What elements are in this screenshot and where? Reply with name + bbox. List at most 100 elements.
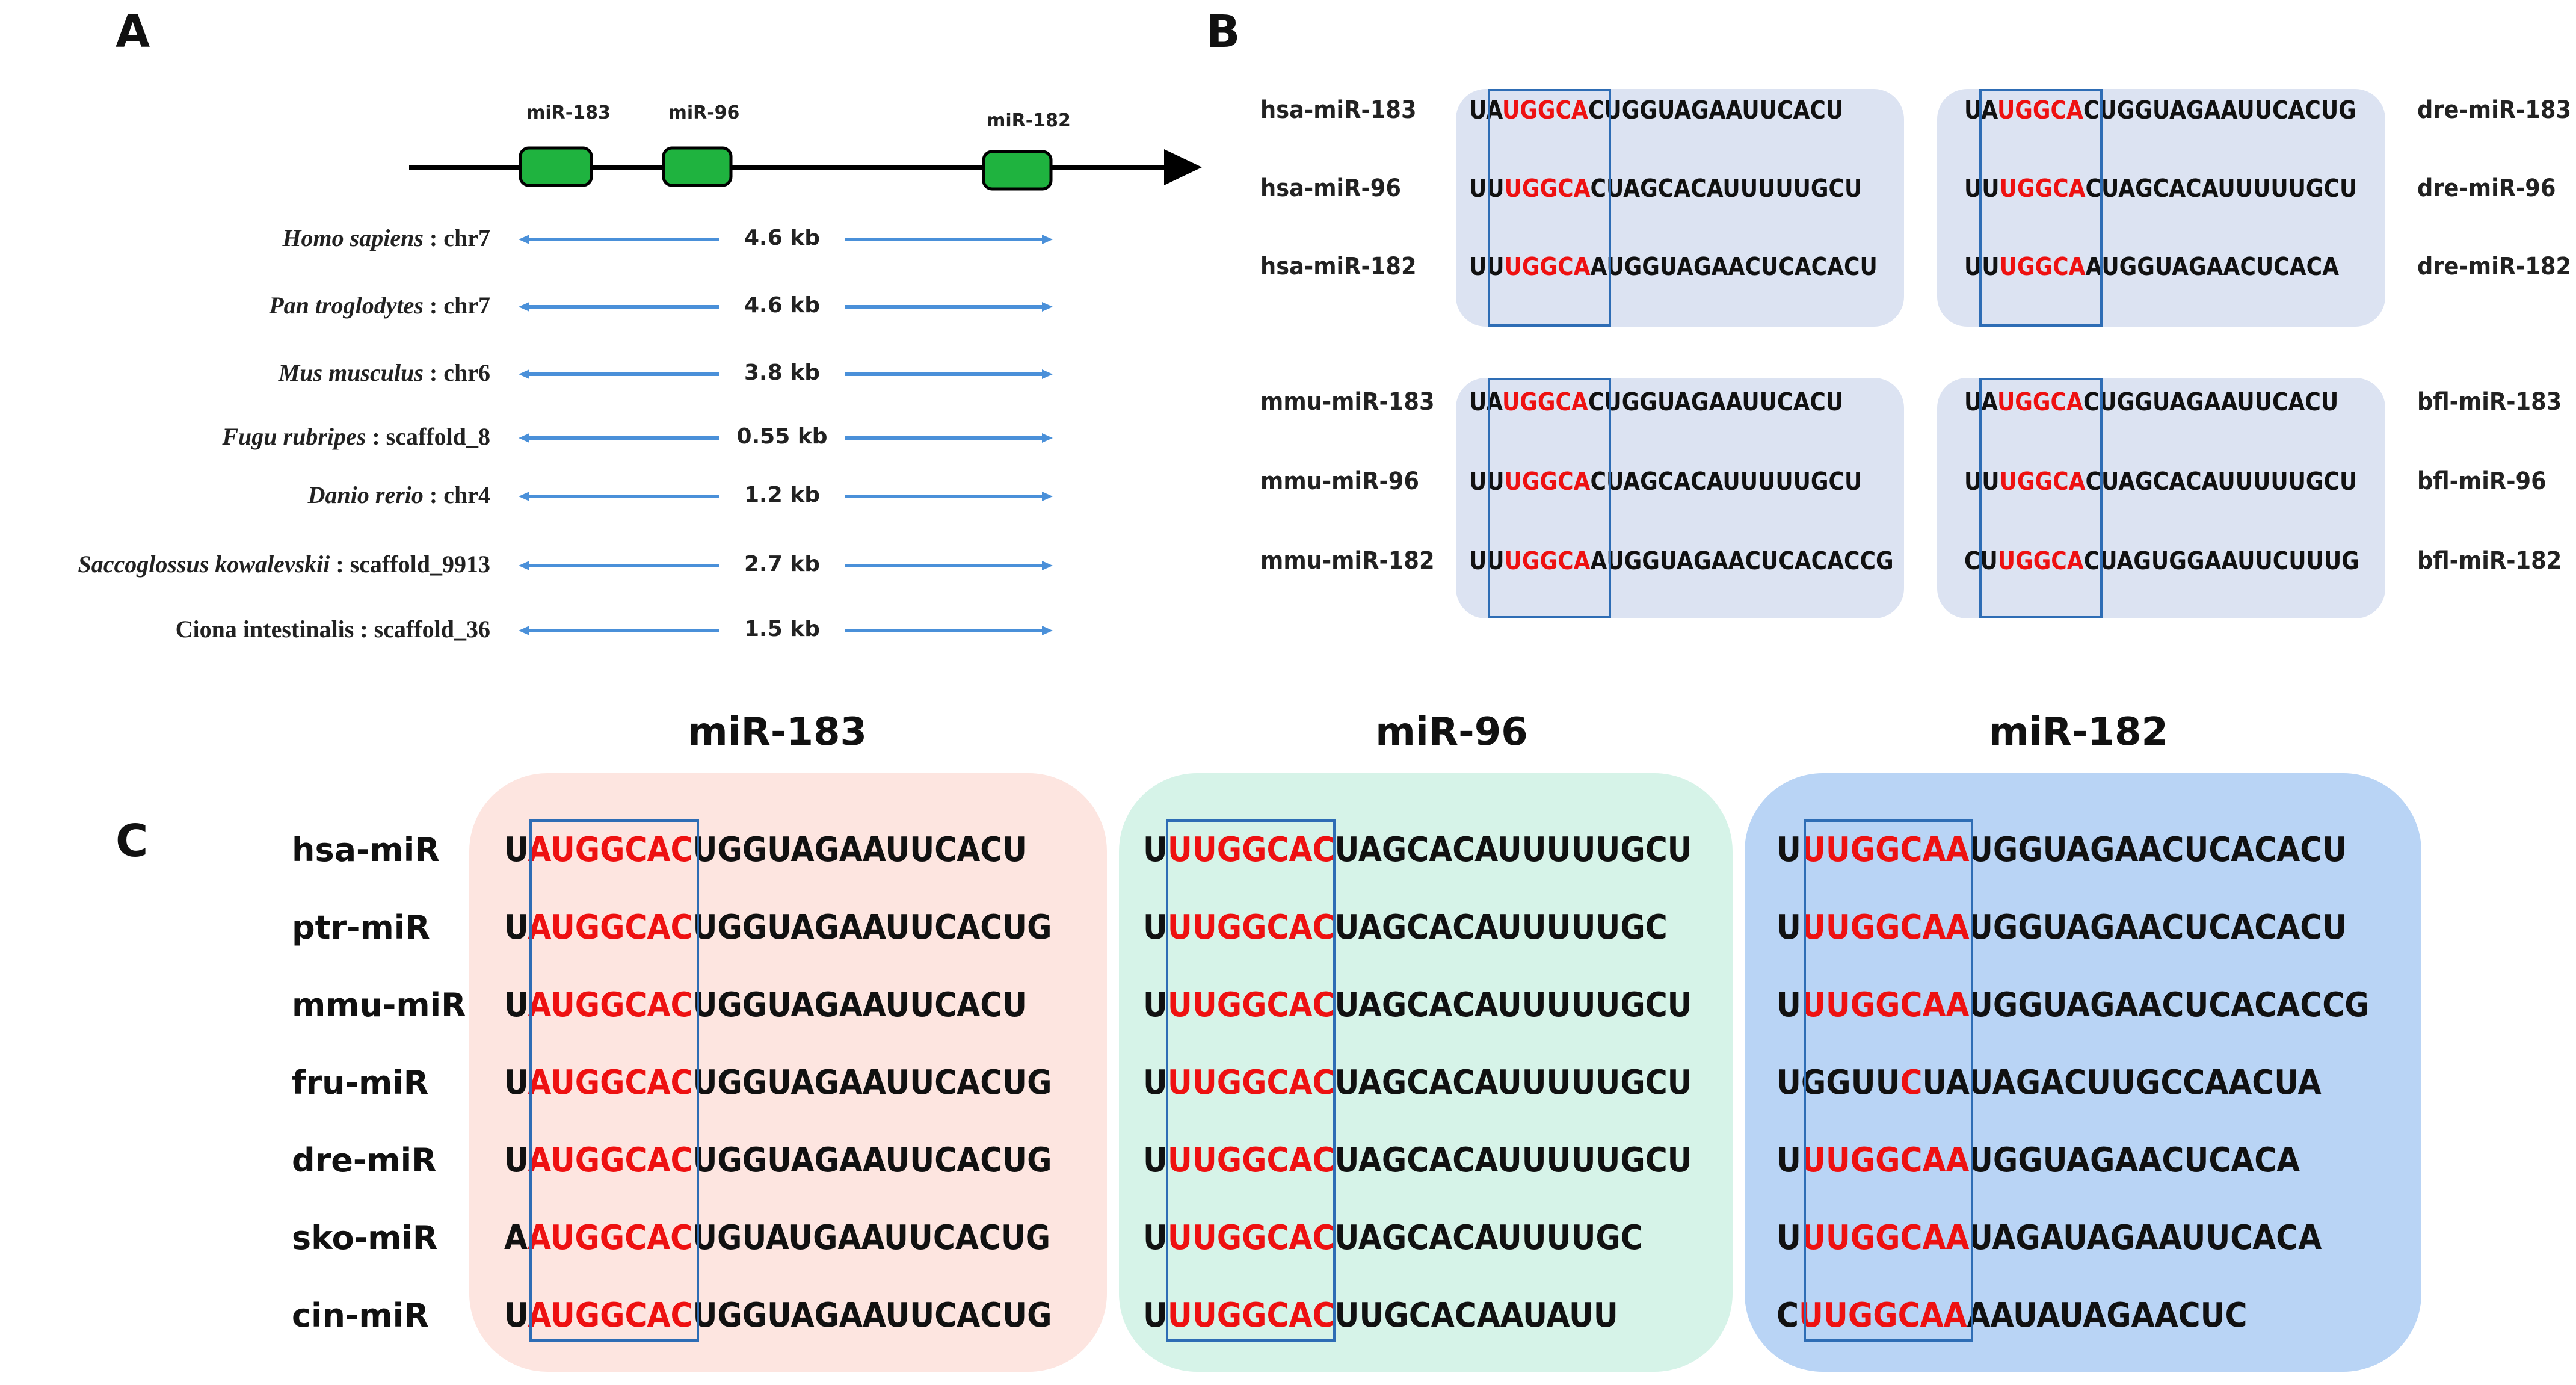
species-row-label: ptr-miR (292, 908, 430, 946)
seq-suffix: AUGGUAGAACUCACACCG (1590, 546, 1894, 575)
mirna-sequence: UUUGGCACUAGCACAUUUUUGCU (1143, 1062, 1692, 1104)
species-row-label: hsa-miR (292, 831, 440, 869)
cluster-span-arrow (519, 302, 1053, 312)
mirna-name: hsa-miR-96 (1260, 174, 1401, 202)
cluster-span-arrow (519, 369, 1053, 379)
seq-prefix: C (1776, 1296, 1799, 1335)
seed-outline (1488, 89, 1611, 327)
seq-prefix: UA (1469, 387, 1503, 416)
species-locus: : scaffold_9913 (330, 551, 490, 578)
mirna-family-box (469, 773, 1107, 1372)
seed-region: UGGCA (1999, 252, 2086, 281)
seq-suffix: UAGCACAUUUUUGCU (1334, 1141, 1692, 1180)
seed-region: UGGCA (1997, 387, 2083, 416)
mirna-sequence: UAUGGCACUGGUAGAAUUCACU (1469, 384, 1843, 420)
seed-region: UUGGCAA (1801, 1218, 1968, 1257)
species-row-label: dre-miR (292, 1141, 437, 1179)
seq-suffix: CUAGUGGAAUUCUUUG (2083, 546, 2359, 575)
seed-outline (529, 819, 699, 1342)
seq-prefix: U (1143, 986, 1168, 1025)
seed-region: UUGGCAC (1167, 986, 1335, 1025)
cluster-span-arrow (519, 433, 1053, 443)
alignment-group-box (1937, 378, 2385, 618)
species-locus: : chr7 (423, 224, 490, 251)
species-row: Saccoglossus kowalevskii : scaffold_9913… (0, 548, 2576, 584)
seq-suffix: UAGCACAUUUUGC (1334, 1218, 1643, 1257)
seed-region: AUGGCAC (528, 986, 693, 1025)
seed-region: AUGGCAC (528, 1218, 693, 1257)
seq-suffix: UGGUAGAACUCACACCG (1968, 986, 2370, 1025)
seq-suffix: UUGCACAAUAUU (1334, 1296, 1618, 1335)
mirna-sequence: UUUGGCAAUGGUAGAACUCACACCG (1469, 543, 1894, 579)
mirna-sequence: UAUGGCACUGGUAGAAUUCACU (504, 984, 1027, 1026)
seq-suffix: CUAGCACAUUUUUGCU (1590, 174, 1863, 203)
seed-region: AUGGCAC (528, 1296, 693, 1335)
mirna-name: hsa-miR-183 (1260, 96, 1417, 124)
seq-prefix: U (504, 1141, 528, 1180)
panel-b-letter: B (1206, 6, 1240, 58)
seq-suffix: UAGAUAGAAUUCACA (1968, 1218, 2322, 1257)
species-name: Danio rerio (307, 481, 424, 508)
seq-suffix: UAGCACAUUUUUGCU (1334, 830, 1692, 869)
seq-prefix: U (504, 830, 528, 869)
seq-prefix: U (1776, 908, 1801, 947)
seq-prefix: U (504, 908, 528, 947)
seq-prefix: U (1776, 1141, 1801, 1180)
cluster-span-arrow (519, 235, 1053, 244)
mirna-sequence: AAUGGCACUGUAUGAAUUCACUG (504, 1217, 1050, 1259)
seq-suffix: UGGUAGAAUUCACU (692, 830, 1028, 869)
mirna-sequence: UUUGGCAAUGGUAGAACUCACACU (1776, 829, 2347, 871)
mirna-sequence: UUUGGCACUAGCACAUUUUUGCU (1964, 170, 2357, 206)
species-name: Homo sapiens (282, 224, 424, 251)
seq-suffix: UGGUAGAAUUCACU (692, 986, 1028, 1025)
seq-prefix: U (1776, 986, 1801, 1025)
species-label: Ciona intestinalis : scaffold_36 (176, 612, 490, 646)
seed-region: UGGCA (1502, 96, 1588, 125)
mirna-sequence: UUUGGCACUAGCACAUUUUUGCU (1469, 463, 1862, 499)
seed-region: UUGGCAC (1167, 1296, 1335, 1335)
seed-region: UGGCA (1504, 174, 1591, 203)
seq-suffix: AUGGUAGAACUCACACU (1590, 252, 1878, 281)
seed-region: UUGGCAA (1801, 1141, 1968, 1180)
seq-suffix: UGGUAGAAUUCACUG (692, 908, 1052, 947)
mirna-sequence: UAUGGCACUGGUAGAAUUCACUG (504, 1140, 1052, 1182)
seq-prefix: U (1143, 1218, 1168, 1257)
gene-box-mir-182 (982, 150, 1053, 191)
seq-suffix: UGGUAGAACUCACA (1968, 1141, 2300, 1180)
panel-a-letter: A (116, 6, 150, 58)
mirna-sequence: UUUGGCACUAGCACAUUUUUGCU (1143, 829, 1692, 871)
mirna-sequence: UAUGGCACUGGUAGAAUUCACUG (1964, 92, 2356, 128)
seed-region: AUGGCAC (528, 1063, 693, 1102)
seed-outline (1166, 819, 1336, 1342)
seed-region: UUGGCAC (1167, 1063, 1335, 1102)
mirna-name: dre-miR-183 (2417, 96, 2572, 124)
direction-arrowhead (1164, 149, 1202, 185)
seed-region: UGGCA (1504, 467, 1591, 496)
seed-outline (1804, 819, 1973, 1342)
seq-prefix: U (1143, 908, 1168, 947)
seed-region: AUGGCAC (528, 830, 693, 869)
seq-suffix: UGGUAGAAUUCACUG (692, 1296, 1052, 1335)
seq-suffix: A (1946, 1063, 1969, 1102)
seed-region: UGGCA (1504, 252, 1591, 281)
mirna-sequence: UAUGGCACUGGUAGAAUUCACU (504, 829, 1027, 871)
seq-prefix: UU (1469, 546, 1505, 575)
gene-box-mir-96 (662, 146, 733, 187)
seq-prefix: U (1143, 1296, 1168, 1335)
alignment-group-box (1456, 89, 1904, 327)
species-locus: : scaffold_36 (354, 615, 490, 643)
seq-suffix: CUGGUAGAAUUCACU (1588, 387, 1844, 416)
seq-suffix: UAGCACAUUUUUGCU (1334, 986, 1692, 1025)
alignment-group-box (1937, 89, 2385, 327)
species-name: Saccoglossus kowalevskii (78, 551, 330, 578)
mirna-sequence: UUUGGCAAUGGUAGAACUCACACCG (1776, 984, 2370, 1026)
seed-outline (1979, 378, 2103, 618)
mirna-family-title: miR-182 (1988, 710, 2169, 754)
seed-outline (1979, 89, 2103, 327)
mirna-name: bfl-miR-183 (2417, 388, 2562, 416)
species-label: Mus musculus : chr6 (279, 356, 490, 390)
species-locus: : chr4 (423, 481, 490, 508)
seq-suffix: CUAGCACAUUUUUGCU (1590, 467, 1863, 496)
